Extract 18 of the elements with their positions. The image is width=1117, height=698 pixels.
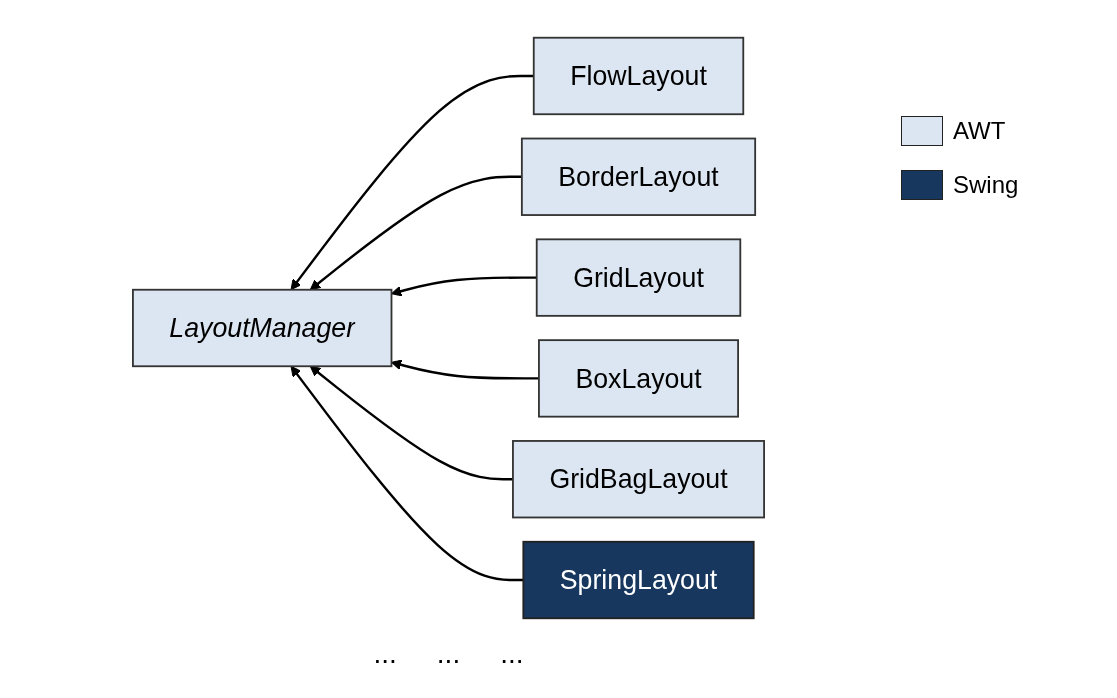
legend-text: AWT bbox=[953, 117, 1006, 145]
node-box: GridBagLayout bbox=[512, 440, 765, 519]
arrow bbox=[290, 365, 524, 582]
legend-text: Swing bbox=[953, 171, 1019, 199]
ellipsis-text: ... bbox=[436, 638, 461, 670]
arrow bbox=[290, 74, 534, 291]
arrow bbox=[391, 359, 539, 380]
node-box: SpringLayout bbox=[522, 540, 755, 620]
node-box: BoxLayout bbox=[538, 339, 739, 418]
node-box: GridLayout bbox=[535, 238, 742, 317]
arrow bbox=[309, 175, 522, 291]
node-box: FlowLayout bbox=[532, 36, 745, 116]
ellipsis-text: ... bbox=[373, 638, 397, 670]
arrow bbox=[391, 276, 537, 297]
ellipsis-text: ... bbox=[500, 638, 524, 670]
arrow bbox=[309, 365, 513, 481]
node-box: LayoutManager bbox=[132, 288, 393, 368]
node-box: BorderLayout bbox=[520, 137, 757, 216]
